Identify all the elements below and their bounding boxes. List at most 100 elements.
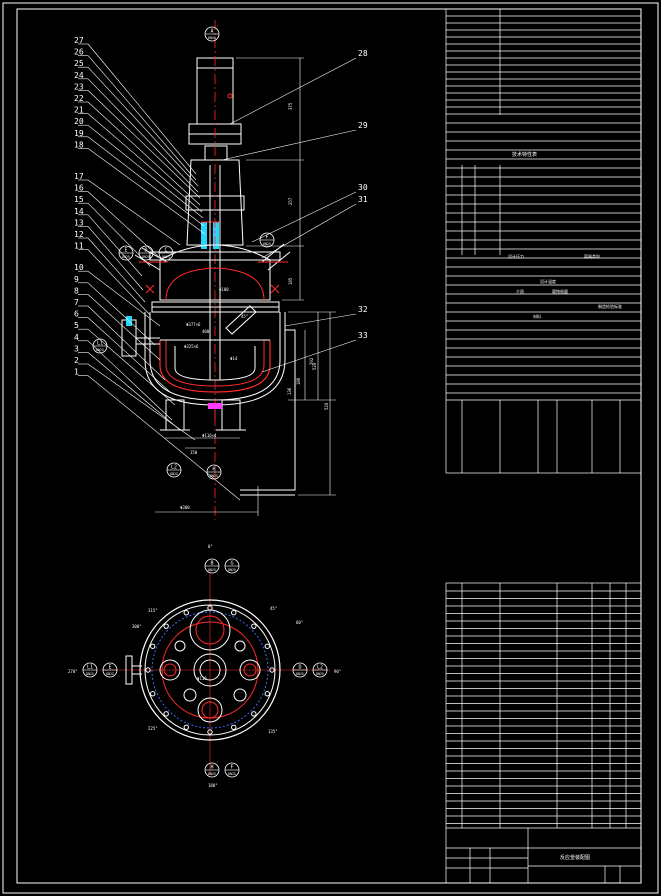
- bolt-hole: [183, 610, 189, 616]
- bolt-hole: [251, 711, 257, 717]
- bolt-hole: [150, 691, 156, 697]
- part-number-16: 16: [74, 184, 84, 193]
- part-number-20: 20: [74, 117, 84, 126]
- svg-text:DN50: DN50: [208, 36, 216, 40]
- svg-text:DN25: DN25: [208, 772, 216, 776]
- dim-shaft-dia: Φ14: [230, 356, 238, 361]
- angle-135: 135°: [268, 729, 278, 734]
- spec-table-title: 技术特性表: [512, 151, 537, 158]
- svg-text:DN25: DN25: [210, 474, 218, 478]
- part-number-6: 6: [74, 310, 79, 319]
- part-number-2: 2: [74, 356, 79, 365]
- part-number-11: 11: [74, 242, 84, 251]
- angle-270: 270°: [68, 669, 78, 674]
- dim-lower-height: 186: [296, 377, 301, 385]
- part-number-31: 31: [358, 195, 368, 204]
- bolt-hole: [207, 729, 213, 735]
- dim-nozzle-angle: 45°: [241, 314, 248, 319]
- part-number-30: 30: [358, 183, 368, 192]
- svg-text:DN25: DN25: [96, 348, 104, 352]
- spec-row-b: 设计温度: [540, 278, 556, 284]
- vessel-cover: [159, 244, 271, 301]
- dim-cover-height: 185: [288, 277, 293, 285]
- dim-jacket-height: 292: [309, 357, 314, 365]
- part-number-14: 14: [74, 207, 84, 216]
- mechanical-seal: [201, 222, 207, 249]
- svg-text:L1: L1: [87, 665, 93, 671]
- dim-jacket-dia: Φ377×6: [186, 322, 201, 327]
- dim-base-dia: Φ300: [180, 505, 190, 510]
- part-labels: 2726252423222120191817161514131211109876…: [74, 36, 368, 377]
- bolt-hole: [163, 711, 169, 717]
- part-number-23: 23: [74, 82, 84, 91]
- part-number-1: 1: [74, 368, 79, 377]
- angle-180: 180°: [208, 783, 218, 788]
- dim-inner-height: 520: [312, 362, 317, 370]
- part-number-7: 7: [74, 298, 79, 307]
- svg-text:G: G: [230, 561, 233, 567]
- part-number-18: 18: [74, 140, 84, 149]
- part-number-32: 32: [358, 305, 368, 314]
- plan-flange-outer: [139, 599, 281, 741]
- angle-45: 45°: [270, 606, 277, 611]
- part-number-25: 25: [74, 59, 84, 68]
- part-number-22: 22: [74, 94, 84, 103]
- svg-text:L2: L2: [171, 465, 177, 471]
- dim-motor-height: 375: [288, 102, 293, 110]
- part-number-33: 33: [358, 331, 368, 340]
- part-number-21: 21: [74, 106, 84, 115]
- part-number-19: 19: [74, 129, 84, 138]
- nozzle-tags: ADN50EDN25DDN25CDN25FDN25L1DN25L2DN25HDN…: [82, 26, 328, 778]
- dim-total-height: 520: [324, 402, 329, 410]
- bolt-hole: [264, 691, 270, 697]
- spec-table-top: [445, 8, 642, 474]
- plan-view: [100, 570, 330, 775]
- support-leg: [285, 329, 296, 491]
- svg-text:H: H: [212, 467, 215, 473]
- elevation-view: [121, 20, 296, 520]
- part-number-28: 28: [358, 49, 368, 58]
- angle-60: 60°: [296, 620, 303, 625]
- svg-text:H: H: [210, 765, 213, 771]
- part-number-9: 9: [74, 275, 79, 284]
- bolt-hole: [264, 643, 270, 649]
- svg-text:DN25: DN25: [106, 672, 114, 676]
- angle-315: 315°: [148, 608, 158, 613]
- spec-row-c: 介质: [516, 288, 524, 294]
- part-number-5: 5: [74, 321, 79, 330]
- dim-top-flange: Φ100: [219, 287, 229, 292]
- svg-text:DN25: DN25: [228, 568, 236, 572]
- inner-border: [16, 8, 642, 884]
- spec-standard: 制造检验标准: [598, 303, 622, 309]
- angle-225: 225°: [148, 726, 158, 731]
- bolt-hole: [231, 724, 237, 730]
- spec-row-a: 容器类别: [584, 253, 600, 259]
- bolt-hole: [251, 623, 257, 629]
- svg-text:A: A: [210, 29, 213, 35]
- svg-text:C: C: [164, 248, 167, 254]
- bolt-hole: [269, 667, 275, 673]
- svg-text:F: F: [265, 235, 268, 241]
- part-number-4: 4: [74, 333, 79, 342]
- bolt-hole: [145, 667, 151, 673]
- svg-text:DN25: DN25: [228, 772, 236, 776]
- elevation-dimensions: [155, 57, 336, 516]
- plan-bolt-holes: [145, 605, 275, 735]
- part-number-24: 24: [74, 71, 84, 80]
- svg-text:DN25: DN25: [316, 672, 324, 676]
- svg-text:D: D: [144, 248, 147, 254]
- svg-text:DN25: DN25: [296, 672, 304, 676]
- dim-vessel-dia: Φ325×6: [184, 344, 199, 349]
- svg-text:DN25: DN25: [162, 255, 170, 259]
